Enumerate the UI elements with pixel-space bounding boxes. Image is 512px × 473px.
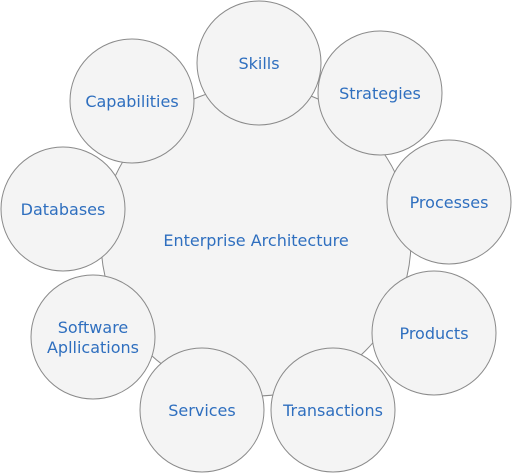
- outer-node: Capabilities: [69, 38, 195, 164]
- center-label: Enterprise Architecture: [163, 231, 348, 250]
- node-label: Transactions: [282, 401, 383, 420]
- node-label: Apllications: [47, 338, 139, 357]
- outer-node: Databases: [0, 146, 126, 272]
- node-label: Databases: [21, 200, 106, 219]
- outer-node: Transactions: [270, 347, 396, 473]
- node-label: Skills: [238, 54, 279, 73]
- node-circle: [139, 347, 265, 473]
- node-label: Products: [399, 324, 468, 343]
- node-label: Services: [168, 401, 235, 420]
- outer-node: Skills: [196, 0, 322, 126]
- node-label: Software: [58, 318, 129, 337]
- node-circle: [386, 139, 512, 265]
- node-circle: [0, 146, 126, 272]
- node-label: Strategies: [339, 84, 421, 103]
- node-circle: [30, 274, 156, 400]
- outer-node: Strategies: [317, 30, 443, 156]
- node-label: Processes: [410, 193, 489, 212]
- node-label: Capabilities: [85, 92, 178, 111]
- outer-node: Services: [139, 347, 265, 473]
- node-circle: [69, 38, 195, 164]
- node-circle: [371, 270, 497, 396]
- center-node: Enterprise Architecture: [100, 85, 412, 397]
- outer-node: Products: [371, 270, 497, 396]
- node-circle: [196, 0, 322, 126]
- outer-node: Processes: [386, 139, 512, 265]
- node-circle: [270, 347, 396, 473]
- node-circle: [317, 30, 443, 156]
